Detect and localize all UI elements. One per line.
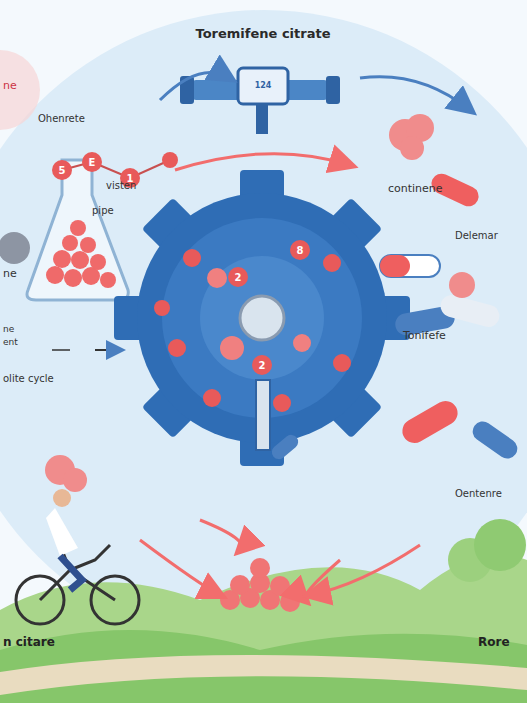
- callout-number: 8: [297, 245, 304, 256]
- label: continene: [388, 183, 443, 195]
- callout-number: 1: [127, 173, 134, 184]
- side-label: ne: [3, 268, 17, 280]
- callout-number: E: [89, 157, 96, 168]
- corner-label: n citare: [3, 636, 55, 649]
- callout-number: 5: [59, 165, 66, 176]
- callout-number: 2: [259, 360, 266, 371]
- corner-label: Rore: [478, 636, 510, 649]
- label: Ohenrete: [38, 113, 85, 124]
- side-label: ent: [3, 338, 18, 348]
- side-label: olite cycle: [3, 373, 54, 384]
- title: Toremifene citrate: [196, 27, 331, 41]
- side-label: ne: [3, 325, 14, 335]
- label: Oentenre: [455, 488, 502, 499]
- callout-number: 2: [235, 272, 242, 283]
- label: Delemar: [455, 230, 498, 241]
- side-label: ne: [3, 80, 17, 92]
- label: Tonifefe: [403, 330, 446, 342]
- label: pipe: [92, 205, 114, 216]
- gauge-reading: 124: [255, 82, 272, 91]
